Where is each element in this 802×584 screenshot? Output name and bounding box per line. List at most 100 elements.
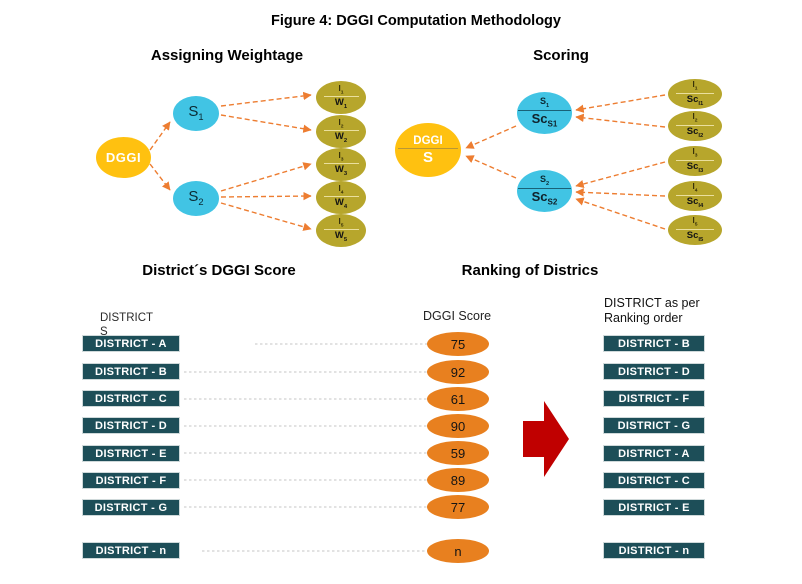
score-ellipse-d: 90 <box>427 414 489 438</box>
score-ellipse-g: 77 <box>427 495 489 519</box>
weight-4-label: W4 <box>334 197 348 211</box>
score-ellipse-f: 89 <box>427 468 489 492</box>
weightage-s1-label: S1 <box>188 103 204 123</box>
scoring-scs2-label: ScS2 <box>531 189 558 207</box>
arrow-i5-to-s2 <box>575 197 666 230</box>
figure-title: Figure 4: DGGI Computation Methodology <box>271 13 561 29</box>
scoring-indicator-1: I1 ScI1 <box>668 79 722 109</box>
arrow-dggi-to-s2 <box>149 163 171 191</box>
ranked-box-7: DISTRICT - E <box>603 499 705 516</box>
weightage-s1-node: S1 <box>173 96 219 131</box>
scoring-i1-label: I1 <box>692 80 698 92</box>
ranking-arrow <box>523 401 569 477</box>
divider <box>397 147 459 149</box>
ranked-box-3: DISTRICT - F <box>603 390 705 407</box>
district-box-n: DISTRICT - n <box>82 542 180 559</box>
district-box-c: DISTRICT - C <box>82 390 180 407</box>
arrow-i4-to-s2 <box>575 188 666 197</box>
scoring-s2-label: S2 <box>539 173 550 187</box>
scoring-sci4-label: ScI4 <box>686 195 704 209</box>
arrow-s2-to-dggi <box>465 155 517 179</box>
scoring-indicator-3: I3 ScI3 <box>668 146 722 176</box>
scoring-sci1-label: ScI1 <box>686 93 704 107</box>
divider <box>323 163 359 165</box>
weightage-indicator-2: I2 W2 <box>316 115 366 148</box>
weightage-s2-node: S2 <box>173 181 219 216</box>
divider <box>676 228 714 230</box>
district-box-e: DISTRICT - E <box>82 445 180 462</box>
scoring-scs1-label: ScS1 <box>531 111 558 129</box>
indicator-3-label: I3 <box>338 150 344 163</box>
arrow-i2-to-s1 <box>575 113 666 128</box>
weight-1-label: W1 <box>334 97 348 111</box>
divider <box>676 124 714 126</box>
scoring-sci5-label: ScI5 <box>686 229 704 243</box>
arrow-s2-to-i4 <box>220 191 312 201</box>
heading-scoring: Scoring <box>533 47 589 64</box>
divider <box>518 110 571 112</box>
scoring-i2-label: I2 <box>692 112 698 124</box>
scoring-indicator-5: I5 ScI5 <box>668 215 722 245</box>
heading-ranking-of-districts: Ranking of Districs <box>461 262 599 279</box>
ranked-box-1: DISTRICT - B <box>603 335 705 352</box>
scoring-i5-label: I5 <box>692 216 698 228</box>
arrow-s1-to-i2 <box>220 114 312 133</box>
scoring-i3-label: I3 <box>692 147 698 159</box>
scoring-dggi-label: DGGI <box>413 134 443 147</box>
dggi-score-column-label: DGGI Score <box>423 309 492 323</box>
divider <box>323 130 359 132</box>
scoring-s2-node: S2 ScS2 <box>517 170 572 212</box>
heading-assigning-weightage: Assigning Weightage <box>150 47 304 64</box>
divider <box>676 194 714 196</box>
arrow-s2-to-i5 <box>220 202 312 231</box>
ranked-box-4: DISTRICT - G <box>603 417 705 434</box>
ranked-box-5: DISTRICT - A <box>603 445 705 462</box>
score-ellipse-c: 61 <box>427 387 489 411</box>
indicator-5-label: I5 <box>338 216 344 229</box>
arrow-dggi-to-s1 <box>149 121 171 151</box>
divider <box>323 229 359 231</box>
weightage-indicator-4: I4 W4 <box>316 181 366 214</box>
ranked-box-6: DISTRICT - C <box>603 472 705 489</box>
indicator-1-label: I1 <box>338 83 344 96</box>
score-ellipse-a: 75 <box>427 332 489 356</box>
weight-2-label: W2 <box>334 131 348 145</box>
ranked-box-8: DISTRICT - n <box>603 542 705 559</box>
indicator-4-label: I4 <box>338 183 344 196</box>
score-ellipse-b: 92 <box>427 360 489 384</box>
weightage-indicator-5: I5 W5 <box>316 214 366 247</box>
scoring-indicator-2: I2 ScI2 <box>668 111 722 141</box>
scoring-s-label: S <box>422 148 433 166</box>
district-box-d: DISTRICT - D <box>82 417 180 434</box>
scoring-sci3-label: ScI3 <box>686 160 704 174</box>
scoring-s1-label: S1 <box>539 95 550 109</box>
weightage-indicator-1: I1 W1 <box>316 81 366 114</box>
ranked-box-2: DISTRICT - D <box>603 363 705 380</box>
weight-5-label: W5 <box>334 230 348 244</box>
ranking-column-label: DISTRICT as per Ranking order <box>604 296 700 325</box>
district-box-g: DISTRICT - G <box>82 499 180 516</box>
score-ellipse-e: 59 <box>427 441 489 465</box>
divider <box>676 159 714 161</box>
arrow-i3-to-s2 <box>575 161 666 189</box>
weightage-dggi-label: DGGI <box>105 149 142 165</box>
divider <box>323 96 359 98</box>
scoring-indicator-4: I4 ScI4 <box>668 181 722 211</box>
arrow-i1-to-s1 <box>575 94 666 113</box>
district-box-b: DISTRICT - B <box>82 363 180 380</box>
arrow-s1-to-i1 <box>220 91 312 107</box>
divider <box>676 92 714 94</box>
weightage-s2-label: S2 <box>188 188 204 208</box>
district-box-a: DISTRICT - A <box>82 335 180 352</box>
indicator-2-label: I2 <box>338 117 344 130</box>
scoring-s1-node: S1 ScS1 <box>517 92 572 134</box>
district-box-f: DISTRICT - F <box>82 472 180 489</box>
weightage-indicator-3: I3 W3 <box>316 148 366 181</box>
scoring-sci2-label: ScI2 <box>686 125 704 139</box>
score-ellipse-n: n <box>427 539 489 563</box>
divider <box>323 196 359 198</box>
heading-district-dggi-score: District´s DGGI Score <box>142 262 296 279</box>
arrow-s1-to-dggi <box>465 125 517 149</box>
divider <box>518 188 571 190</box>
districts-column-label: DISTRICT S <box>100 312 154 338</box>
